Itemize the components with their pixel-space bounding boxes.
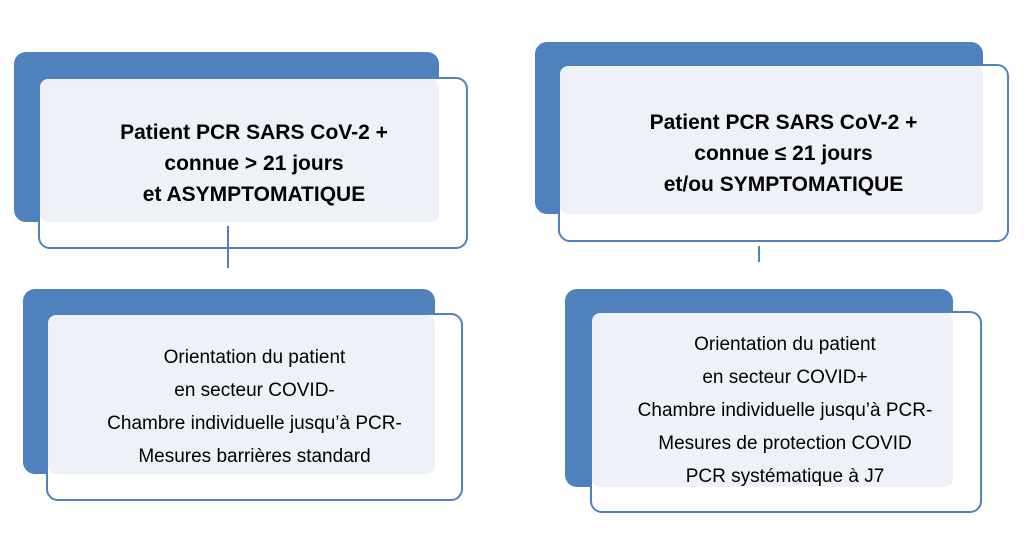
left-orientation-line-1: Orientation du patient <box>163 347 346 368</box>
left-orientation-line-3: Chambre individuelle jusqu’à PCR- <box>107 413 402 434</box>
right-criteria-line-1: Patient PCR SARS CoV-2 + <box>649 110 918 134</box>
right-orientation-line-5: PCR systématique à J7 <box>685 465 885 487</box>
left-orientation-line-2: en secteur COVID- <box>174 380 335 401</box>
left-orientation-line-4: Mesures barrières standard <box>138 446 371 467</box>
left-connector <box>227 226 229 268</box>
right-criteria-line-3: et/ou SYMPTOMATIQUE <box>663 172 904 196</box>
left-criteria-line-3: et ASYMPTOMATIQUE <box>142 182 366 206</box>
right-orientation-line-2: en secteur COVID+ <box>702 366 868 388</box>
right-connector <box>758 246 760 262</box>
left-criteria-line-2: connue > 21 jours <box>164 151 344 175</box>
right-orientation-line-1: Orientation du patient <box>694 333 876 355</box>
right-orientation-line-3: Chambre individuelle jusqu’à PCR- <box>637 399 933 421</box>
right-criteria-line-2: connue ≤ 21 jours <box>694 141 873 165</box>
left-criteria-line-1: Patient PCR SARS CoV-2 + <box>120 120 388 144</box>
right-orientation-line-4: Mesures de protection COVID <box>658 432 912 454</box>
